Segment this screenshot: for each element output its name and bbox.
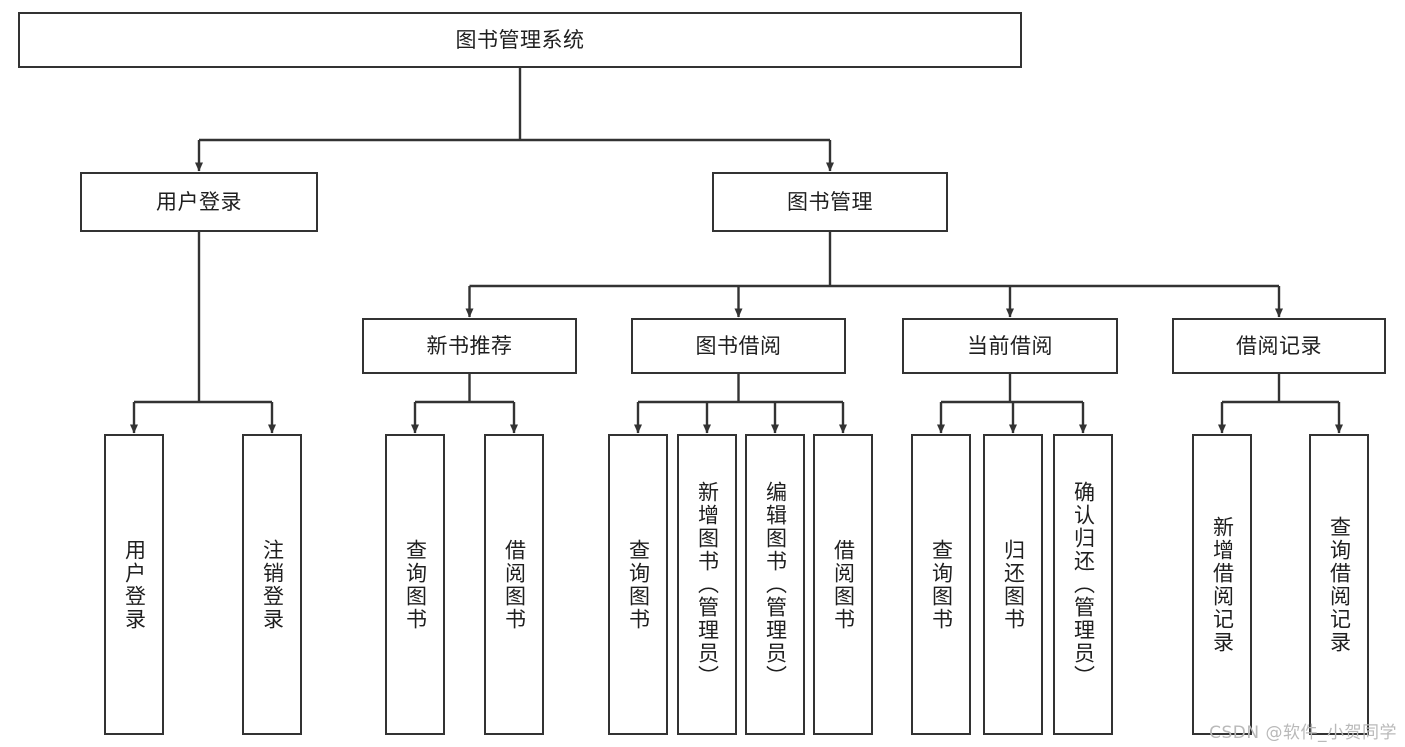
node-l_logout[interactable]: 注销登录 (242, 434, 302, 735)
node-l_login[interactable]: 用户登录 (104, 434, 164, 735)
node-label: 图书借阅 (695, 333, 782, 358)
node-label: 查询图书 (929, 538, 954, 631)
node-l_addrec[interactable]: 新增借阅记录 (1192, 434, 1252, 735)
node-label: 查询图书 (403, 538, 428, 631)
node-label: 图书管理 (787, 189, 873, 214)
node-l_b1[interactable]: 借阅图书 (484, 434, 544, 735)
node-records[interactable]: 借阅记录 (1172, 318, 1386, 374)
node-login[interactable]: 用户登录 (80, 172, 318, 232)
node-root[interactable]: 图书管理系统 (18, 12, 1022, 68)
node-l_add[interactable]: 新增图书（管理员） (677, 434, 737, 735)
node-l_edit[interactable]: 编辑图书（管理员） (745, 434, 805, 735)
node-l_qrec[interactable]: 查询借阅记录 (1309, 434, 1369, 735)
node-l_b2[interactable]: 借阅图书 (813, 434, 873, 735)
node-label: 当前借阅 (967, 333, 1053, 358)
node-label: 借阅记录 (1236, 333, 1322, 358)
csdn-watermark: CSDN @软件_小贺同学 (1209, 723, 1397, 743)
node-label: 查询图书 (626, 538, 651, 631)
node-l_q2[interactable]: 查询图书 (608, 434, 668, 735)
node-label: 新书推荐 (426, 333, 513, 358)
node-l_q3[interactable]: 查询图书 (911, 434, 971, 735)
node-label: 借阅图书 (502, 538, 527, 631)
node-current[interactable]: 当前借阅 (902, 318, 1118, 374)
node-l_confirm[interactable]: 确认归还（管理员） (1053, 434, 1113, 735)
node-l_q1[interactable]: 查询图书 (385, 434, 445, 735)
node-label: 借阅图书 (831, 538, 856, 631)
node-label: 新增借阅记录 (1210, 515, 1235, 654)
node-label: 图书管理系统 (455, 27, 585, 52)
node-label: 用户登录 (156, 189, 242, 214)
node-label: 查询借阅记录 (1327, 515, 1352, 654)
node-bookmgmt[interactable]: 图书管理 (712, 172, 948, 232)
node-borrow[interactable]: 图书借阅 (631, 318, 846, 374)
node-label: 编辑图书（管理员） (763, 481, 788, 688)
node-label: 用户登录 (122, 538, 147, 631)
node-l_return[interactable]: 归还图书 (983, 434, 1043, 735)
node-newbook[interactable]: 新书推荐 (362, 318, 577, 374)
node-label: 归还图书 (1001, 538, 1026, 631)
node-label: 新增图书（管理员） (695, 481, 720, 688)
node-label: 确认归还（管理员） (1071, 481, 1096, 688)
node-label: 注销登录 (260, 538, 285, 631)
